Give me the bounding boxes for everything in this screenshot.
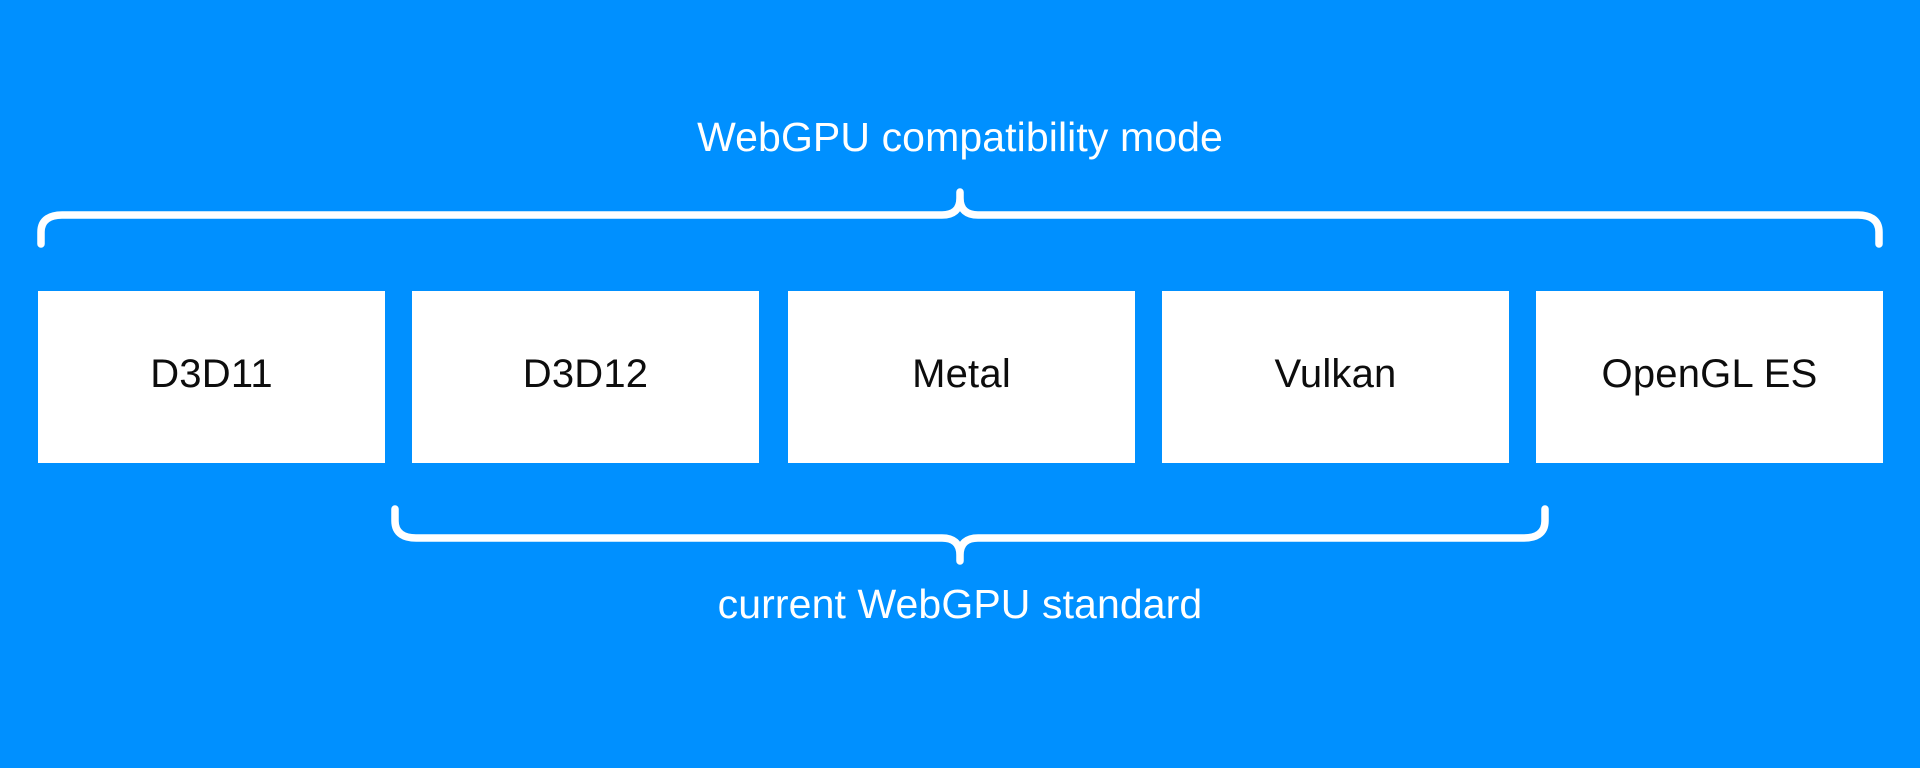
api-box-label: D3D12 [522, 352, 649, 396]
api-box-opengl-es[interactable]: OpenGL ES [1536, 291, 1883, 463]
api-box-label: Vulkan [1274, 352, 1397, 396]
api-box-d3d11[interactable]: D3D11 [38, 291, 385, 463]
bottom-brace-icon [391, 505, 1549, 565]
api-box-label: Metal [912, 352, 1011, 396]
top-brace-icon [37, 188, 1883, 248]
api-box-d3d12[interactable]: D3D12 [412, 291, 759, 463]
api-box-label: OpenGL ES [1601, 352, 1818, 396]
top-brace-label: WebGPU compatibility mode [697, 114, 1223, 160]
api-box-label: D3D11 [150, 352, 273, 396]
bottom-brace-label: current WebGPU standard [717, 581, 1203, 627]
api-box-metal[interactable]: Metal [788, 291, 1135, 463]
api-box-vulkan[interactable]: Vulkan [1162, 291, 1509, 463]
api-box-row: D3D11 D3D12 Metal Vulkan OpenGL ES [38, 291, 1883, 463]
